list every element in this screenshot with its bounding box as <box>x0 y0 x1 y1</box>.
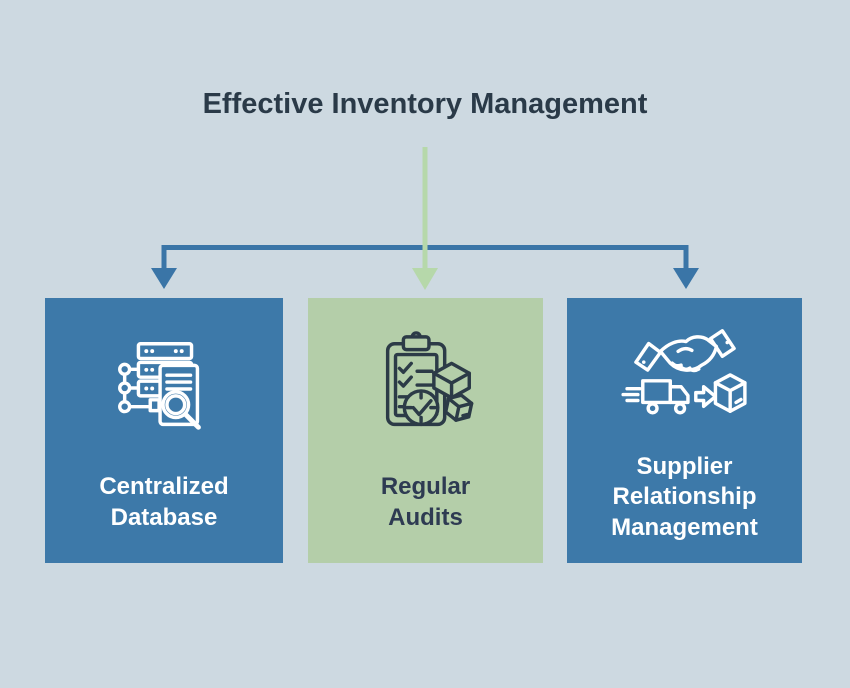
arrow-down-center-icon <box>412 268 438 290</box>
node-label: Supplier Relationship Management <box>611 453 758 541</box>
node-label: Regular Audits <box>380 473 471 531</box>
node-regular-audits: Regular Audits <box>308 298 543 563</box>
arrow-down-left-icon <box>151 268 177 289</box>
page-title: Effective Inventory Management <box>202 88 648 120</box>
servers-search-icon <box>118 342 201 431</box>
arrow-down-right-icon <box>673 268 699 289</box>
node-label: Centralized Database <box>99 473 229 531</box>
audit-clipboard-clock-icon <box>385 331 473 427</box>
node-centralized-database: Centralized Database <box>45 298 283 563</box>
node-supplier-relationship-management: Supplier Relationship Management <box>567 298 802 563</box>
handshake-delivery-icon <box>620 329 747 415</box>
